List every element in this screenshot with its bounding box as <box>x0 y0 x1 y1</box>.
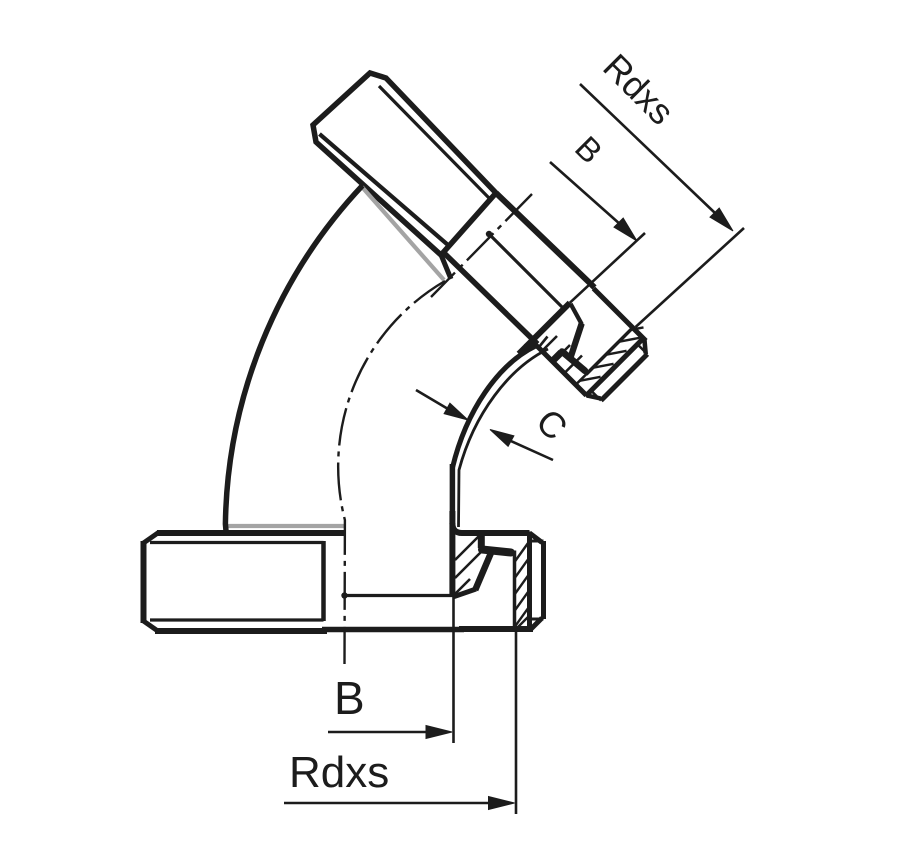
svg-text:B: B <box>334 672 365 724</box>
svg-text:Rdxs: Rdxs <box>289 748 389 797</box>
